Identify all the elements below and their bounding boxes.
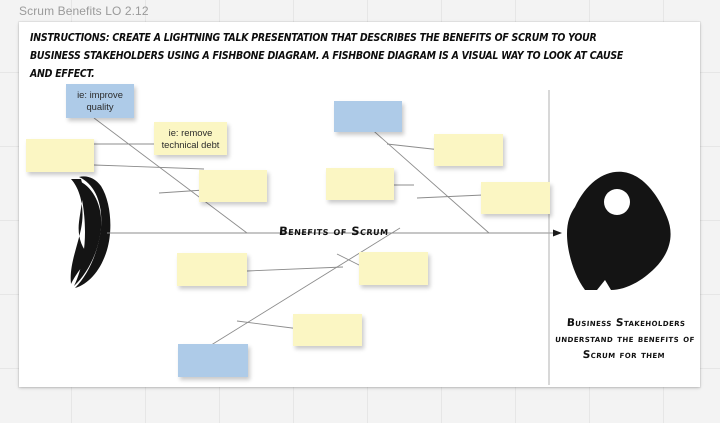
sticky-note-text: ie: improve quality — [77, 89, 123, 112]
whiteboard-canvas[interactable]: INSTRUCTIONS: CREATE A LIGHTNING TALK PR… — [19, 22, 700, 387]
rib-upper-left — [93, 117, 248, 234]
note-upper-right-b[interactable] — [326, 168, 394, 200]
note-top-blue-blank[interactable] — [334, 101, 402, 132]
note-technical-debt[interactable]: ie: remove technical debt — [154, 122, 227, 155]
connector-lower-3 — [236, 320, 301, 330]
document-title: Scrum Benefits LO 2.12 — [19, 4, 149, 18]
fish-eye-icon — [604, 189, 630, 215]
note-upper-right-c[interactable] — [481, 182, 550, 214]
note-lower-right-a[interactable] — [359, 252, 428, 285]
spine-arrowhead — [553, 229, 562, 237]
spine-label-text: Benefits of Scrum — [278, 224, 390, 238]
note-improve-quality[interactable]: ie: improve quality — [66, 84, 134, 118]
connector-upper-right-1 — [386, 143, 442, 151]
note-upper-right-a[interactable] — [434, 134, 503, 166]
note-bottom-blue[interactable] — [178, 344, 248, 377]
outcome-statement-text: Business Stakeholders understand the ben… — [554, 317, 696, 361]
fishbone-diagram — [70, 90, 671, 385]
sticky-note-text: ie: remove technical debt — [161, 126, 220, 150]
note-lower-mid[interactable] — [293, 314, 362, 346]
connector-upper-right-3 — [416, 194, 484, 199]
rib-upper-right — [358, 117, 490, 234]
instructions-text: INSTRUCTIONS: CREATE A LIGHTNING TALK PR… — [30, 33, 624, 80]
connector-upper-left-2 — [93, 164, 205, 170]
note-mid-left-blank[interactable] — [199, 170, 267, 202]
note-upper-left-blank[interactable] — [26, 139, 94, 172]
fish-tail-icon — [70, 176, 111, 288]
fish-head-icon — [567, 171, 671, 290]
connector-lower-1 — [246, 266, 344, 272]
rib-lower — [186, 227, 401, 361]
note-lower-left-a[interactable] — [177, 253, 247, 286]
connector-upper-left-3 — [158, 189, 205, 194]
